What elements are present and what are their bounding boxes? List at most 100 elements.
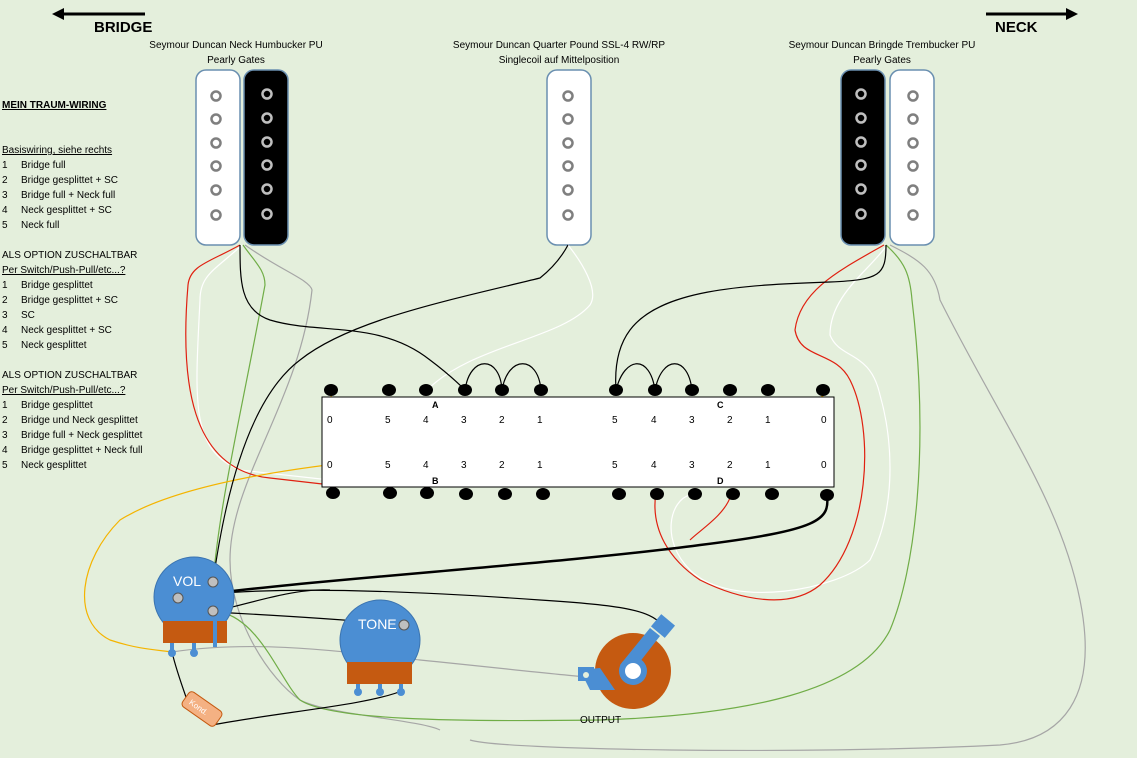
list-item-text: Bridge full + Neck full — [21, 190, 116, 201]
switch-pos-label: 2 — [499, 415, 505, 426]
list-item: 2 Bridge gesplittet + SC — [2, 293, 172, 308]
switch-pos-label: 3 — [689, 460, 695, 471]
bridge-trembucker-pickup — [840, 69, 935, 246]
tone-label: TONE — [358, 616, 397, 632]
selector-switch[interactable] — [321, 384, 835, 501]
list-item: 3 SC — [2, 308, 172, 323]
list-item-number: 2 — [2, 415, 8, 426]
tone-pot[interactable] — [339, 599, 421, 696]
list-item: 4 Bridge gesplittet + Neck full — [2, 443, 172, 458]
basic-heading: Basiswiring, siehe rechts — [2, 145, 113, 156]
list-item-text: Bridge gesplittet — [21, 400, 93, 411]
switch-pos-label: 5 — [385, 415, 391, 426]
list-item-text: Neck gesplittet — [21, 460, 87, 471]
option2-subheading: Per Switch/Push-Pull/etc...? — [2, 385, 126, 396]
neck-arrow-icon — [986, 8, 1078, 20]
wafer-label-c: C — [717, 400, 724, 410]
switch-pos-label: 1 — [765, 460, 771, 471]
list-item-number: 2 — [2, 295, 8, 306]
list-item-number: 1 — [2, 160, 8, 171]
list-item-text: Bridge gesplittet — [21, 280, 93, 291]
switch-pos-label: 4 — [651, 460, 657, 471]
switch-pos-label: 3 — [461, 415, 467, 426]
list-item: 5 Neck gesplittet — [2, 338, 172, 353]
switch-pos-label: 2 — [727, 415, 733, 426]
neck-label: NECK — [995, 19, 1038, 36]
switch-pos-label: 0 — [327, 460, 333, 471]
notes-title: MEIN TRAUM-WIRING — [2, 100, 107, 111]
list-item-number: 5 — [2, 460, 8, 471]
switch-pos-label: 0 — [821, 460, 827, 471]
output-label: OUTPUT — [580, 715, 622, 726]
list-item-text: Bridge full — [21, 160, 66, 171]
switch-pos-label: 4 — [651, 415, 657, 426]
option1-heading: ALS OPTION ZUSCHALTBAR — [2, 250, 138, 261]
option2-heading: ALS OPTION ZUSCHALTBAR — [2, 370, 138, 381]
bridge-pickup-caption: Seymour Duncan Bringde Trembucker PU Pea… — [776, 38, 988, 68]
capacitor — [181, 691, 223, 727]
option1-list: 1 Bridge gesplittet 2 Bridge gesplittet + S… — [2, 278, 172, 353]
list-item-number: 3 — [2, 190, 8, 201]
list-item-text: Bridge gesplittet + SC — [21, 295, 118, 306]
list-item: 3 Bridge full + Neck full — [2, 188, 172, 203]
bridge-pickup-subtitle: Pearly Gates — [853, 55, 911, 66]
list-item-number: 3 — [2, 430, 8, 441]
switch-pos-label: 3 — [461, 460, 467, 471]
list-item-number: 4 — [2, 445, 8, 456]
vol-label: VOL — [173, 573, 202, 589]
middle-singlecoil-pickup — [546, 69, 592, 246]
bridge-arrow-icon — [52, 8, 145, 20]
list-item-text: Neck full — [21, 220, 60, 231]
list-item-number: 3 — [2, 310, 8, 321]
list-item-text: Neck gesplittet — [21, 340, 87, 351]
switch-pos-label: 0 — [821, 415, 827, 426]
list-item: 5 Neck gesplittet — [2, 458, 172, 473]
wafer-label-d: D — [717, 476, 724, 486]
switch-pos-label: 1 — [765, 415, 771, 426]
volume-pot[interactable] — [153, 556, 235, 657]
list-item-number: 5 — [2, 340, 8, 351]
switch-pos-label: 4 — [423, 415, 429, 426]
list-item: 1 Bridge gesplittet — [2, 398, 172, 413]
switch-pos-label: 5 — [385, 460, 391, 471]
wiring-notes: MEIN TRAUM-WIRING Basiswiring, siehe rec… — [2, 98, 172, 473]
list-item: 1 Bridge full — [2, 158, 172, 173]
switch-pos-label: 5 — [612, 460, 618, 471]
list-item-number: 2 — [2, 175, 8, 186]
switch-pos-label: 4 — [423, 460, 429, 471]
bridge-pickup-title: Seymour Duncan Bringde Trembucker PU — [788, 40, 976, 51]
neck-pickup-title: Seymour Duncan Neck Humbucker PU — [149, 40, 323, 51]
list-item-text: Bridge gesplittet + SC — [21, 175, 118, 186]
list-item-text: Bridge gesplittet + Neck full — [21, 445, 143, 456]
switch-pos-label: 1 — [537, 415, 543, 426]
list-item-text: Neck gesplittet + SC — [21, 205, 112, 216]
wafer-label-a: A — [432, 400, 439, 410]
output-jack[interactable] — [578, 614, 676, 709]
switch-pos-label: 1 — [537, 460, 543, 471]
switch-pos-label: 2 — [727, 460, 733, 471]
list-item-text: SC — [21, 310, 35, 321]
switch-pos-label: 5 — [612, 415, 618, 426]
list-item: 4 Neck gesplittet + SC — [2, 203, 172, 218]
list-item-number: 4 — [2, 205, 8, 216]
mid-pickup-caption: Seymour Duncan Quarter Pound SSL-4 RW/RP… — [444, 38, 674, 68]
neck-pickup-subtitle: Pearly Gates — [207, 55, 265, 66]
switch-pos-label: 3 — [689, 415, 695, 426]
list-item-number: 1 — [2, 400, 8, 411]
option1-subheading: Per Switch/Push-Pull/etc...? — [2, 265, 126, 276]
switch-pos-label: 2 — [499, 460, 505, 471]
basic-list: 1 Bridge full 2 Bridge gesplittet + SC 3 Brid… — [2, 158, 172, 233]
list-item-number: 1 — [2, 280, 8, 291]
wafer-label-b: B — [432, 476, 439, 486]
switch-pos-label: 0 — [327, 415, 333, 426]
list-item-text: Neck gesplittet + SC — [21, 325, 112, 336]
bridge-label: BRIDGE — [94, 19, 153, 36]
mid-pickup-subtitle: Singlecoil auf Mittelposition — [498, 55, 620, 66]
mid-pickup-title: Seymour Duncan Quarter Pound SSL-4 RW/RP — [452, 40, 666, 51]
